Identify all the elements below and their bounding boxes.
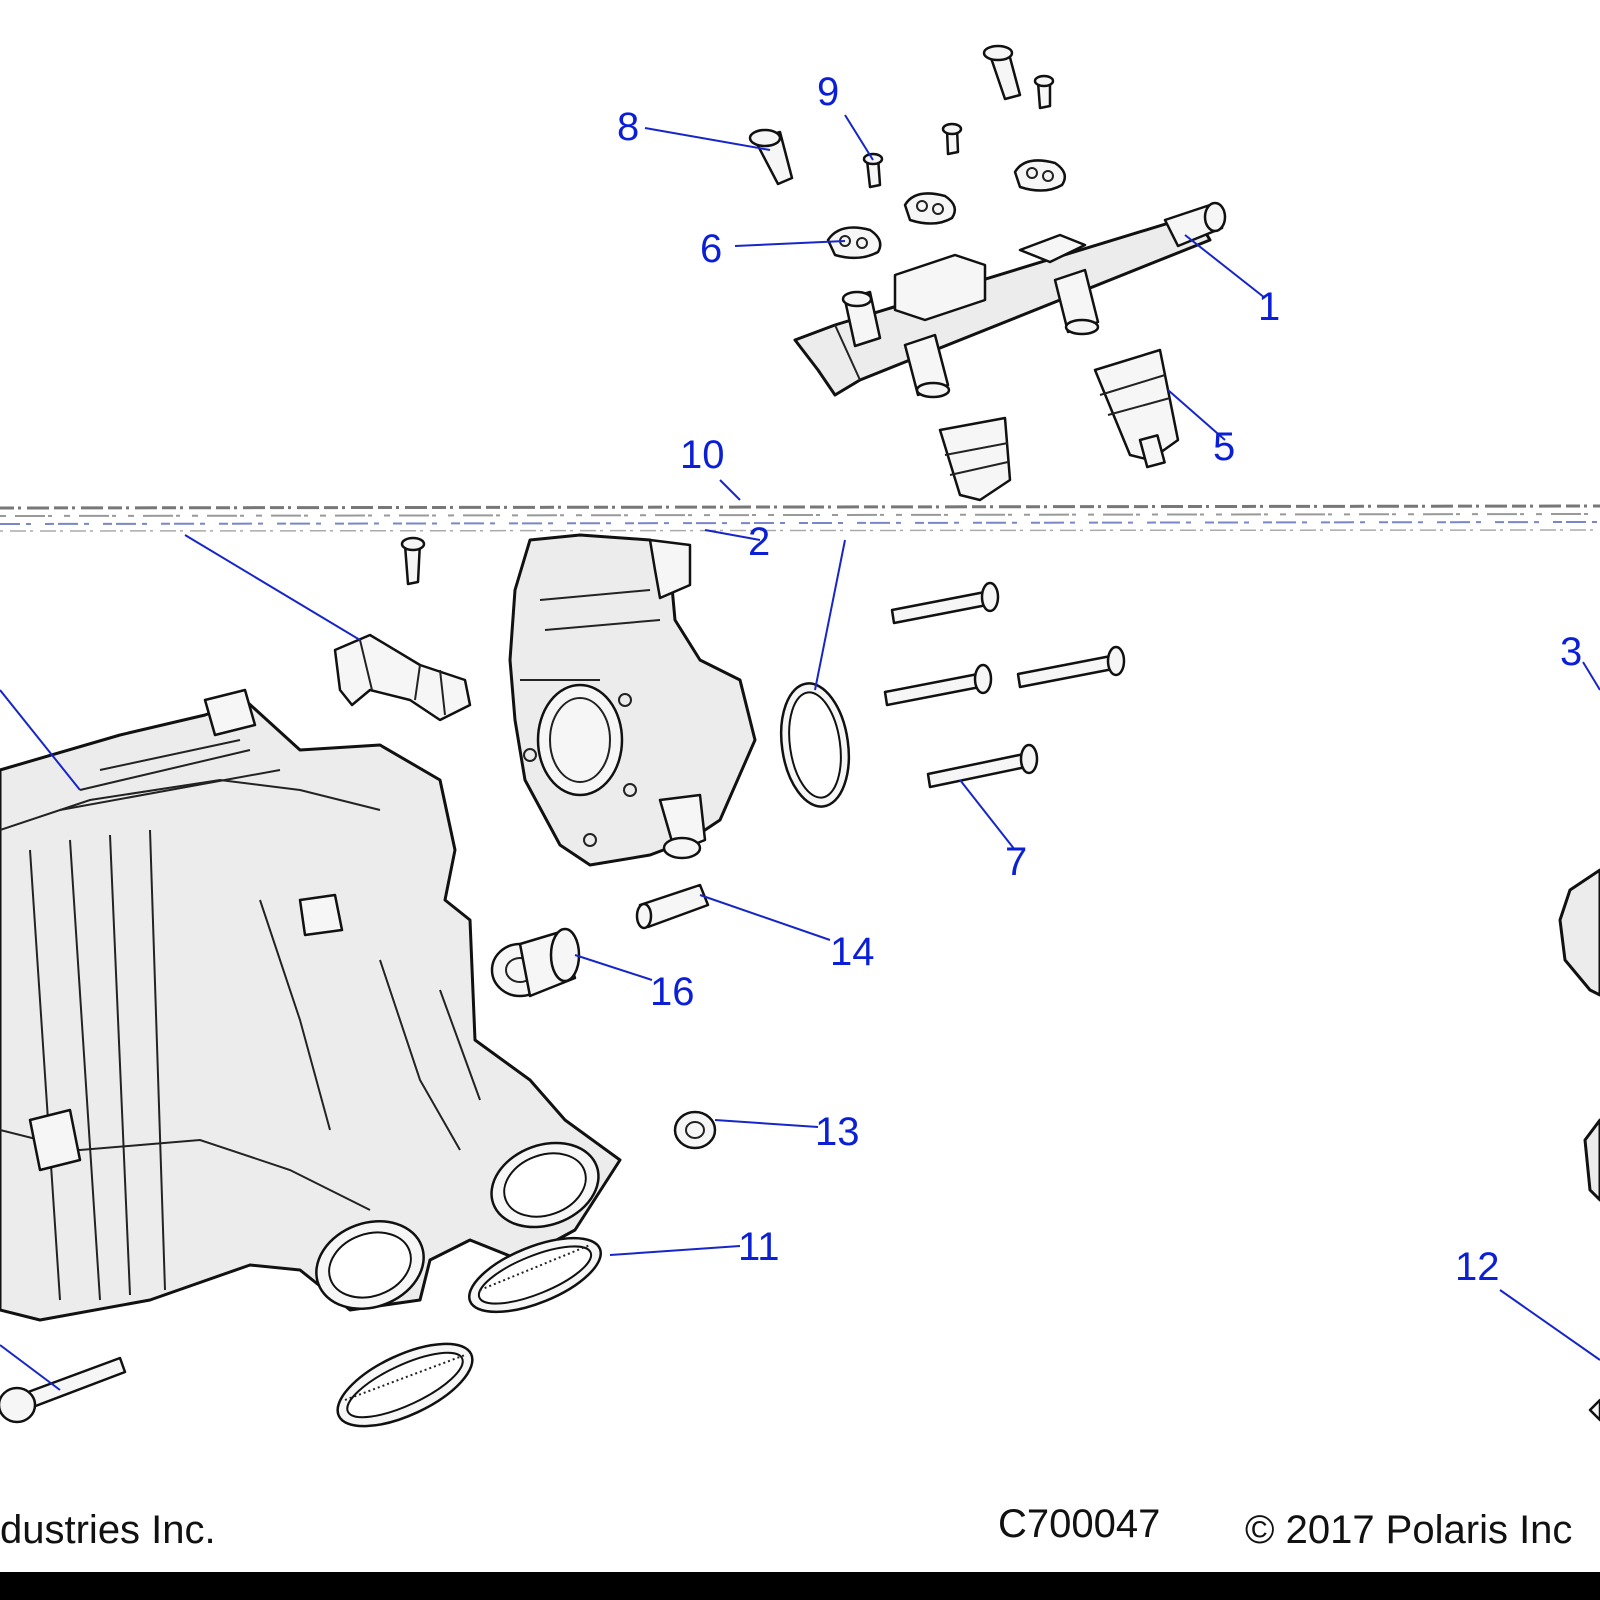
fuel-injector [1093,348,1180,469]
callout-labels: 1 2 3 5 6 7 8 9 10 11 12 13 14 16 [617,70,1582,1289]
callout-11: 11 [738,1225,780,1269]
callout-5: 5 [1213,425,1235,469]
leader-manifold [0,689,81,791]
manifold-sensor [333,633,472,722]
bushing [490,927,581,998]
leader-3 [1582,661,1600,691]
callout-2: 2 [748,520,770,564]
fuel-injector-2 [938,416,1012,502]
callout-6: 6 [700,227,722,271]
throttle-body-seal [779,682,851,808]
footer-company: dustries Inc. [0,1508,216,1552]
callout-9: 9 [817,70,839,114]
manifold-bolt [0,1356,127,1424]
leader-sensor [184,534,361,641]
leader-12 [1499,1289,1600,1361]
leader-11 [609,1245,741,1256]
hose-clamp [336,1236,602,1428]
leader-2 [704,529,761,541]
throttle-body-bolt [883,581,1126,789]
leader-5 [1167,389,1226,441]
partial-part-right [1558,868,1600,1422]
screw [400,44,1055,586]
callout-10: 10 [680,433,725,477]
leader-1 [1184,234,1266,299]
intake-manifold [0,688,622,1322]
leader-13 [714,1119,819,1128]
callout-8: 8 [617,105,639,149]
leader-bolt [0,1344,61,1391]
leader-7 [959,779,1016,851]
fuel-rail [793,201,1227,399]
leader-10 [719,479,741,501]
callout-1: 1 [1258,285,1280,329]
leader-8 [644,127,771,151]
leader-14 [699,894,831,941]
throttle-body [508,533,757,867]
nut [673,1110,717,1150]
callout-3: 3 [1560,630,1582,674]
callout-14: 14 [830,930,875,974]
callout-16: 16 [650,970,695,1014]
leader-lines [0,114,1600,1391]
leader-10b [814,539,846,691]
clip-grommet [826,159,1067,260]
leader-6 [734,240,846,247]
copyright: © 2017 Polaris Inc [1245,1508,1573,1552]
callout-13: 13 [815,1110,860,1154]
leader-16 [574,954,653,981]
bottom-bar [0,1572,1600,1600]
diagram-code: C700047 [998,1502,1161,1546]
callout-12: 12 [1455,1245,1500,1289]
callout-7: 7 [1005,840,1027,884]
scan-artifact-band [0,504,1600,532]
leader-9 [844,114,874,161]
sleeve [635,883,710,930]
